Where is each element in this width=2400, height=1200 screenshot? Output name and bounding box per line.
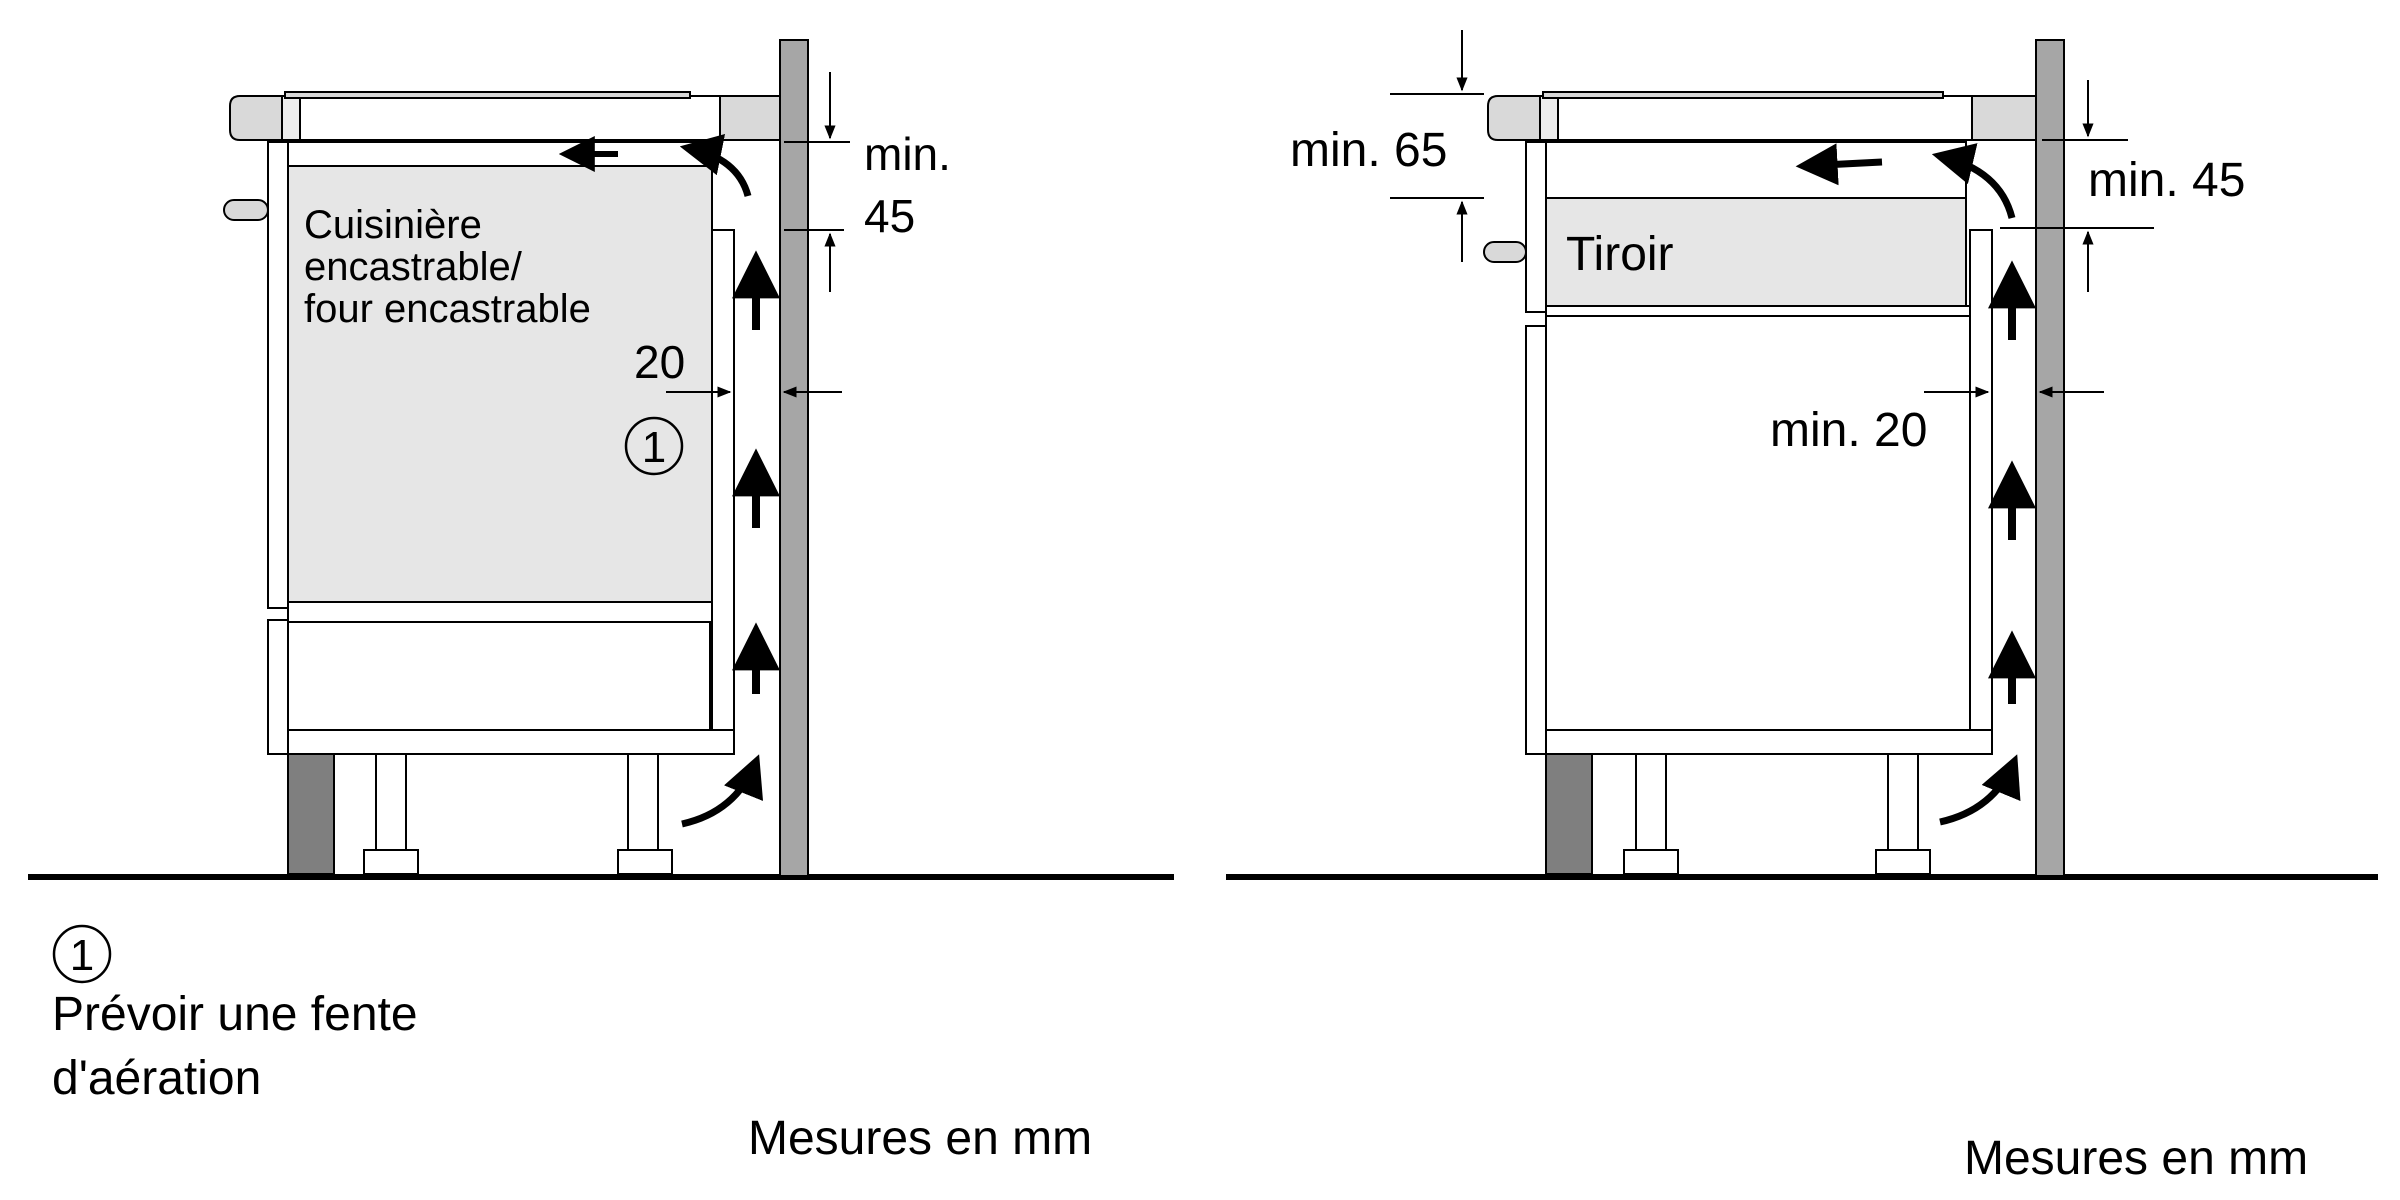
svg-text:1: 1 [70,931,94,980]
drawer-label: Tiroir [1566,228,1674,281]
wall-left [779,39,809,877]
side-panel-right [1969,229,1993,731]
cabinet-left [223,141,735,875]
appliance-label-line-2: encastrable/ [304,245,523,289]
top-gap-dimension-left [784,72,850,292]
top-gap-dimension-right [2000,80,2154,292]
appliance-label-line-3: four encastrable [304,287,591,331]
worktop-right [1487,91,2037,141]
floor-line-right [1226,874,2378,880]
wall-right [2035,39,2065,877]
cabinet-right [1483,141,1993,875]
legend-marker: 1 [52,924,112,984]
worktop-left [229,91,781,141]
units-note-right: Mesures en mm [1964,1132,2308,1185]
appliance-label-line-1: Cuisinière [304,203,482,247]
top-gap-label-right: min. 45 [2088,154,2245,207]
left-diagram: min. 45 20 Cuisinière encastrable/ four … [28,39,1174,880]
legend-note-line-2: d'aération [52,1052,261,1105]
airflow-arrows-right [1795,143,2036,826]
right-diagram: min. 45 min. 65 Tiroir min. 20 [1226,30,2378,880]
legend-note-line-1: Prévoir une fente [52,988,418,1041]
svg-text:1: 1 [642,423,666,472]
top-gap-label-value: 45 [864,190,915,242]
side-panel-left [711,229,735,731]
drawer-gap-dimension [1390,30,1484,262]
plinth-left [287,753,335,875]
side-gap-label-left: 20 [634,336,685,388]
units-note-left: Mesures en mm [748,1112,1092,1165]
vent-marker-left: 1 [624,416,684,476]
legend: 1 Prévoir une fente d'aération [52,924,418,1105]
plinth-right [1545,753,1593,875]
drawer-gap-label: min. 65 [1290,124,1447,177]
side-gap-label-right: min. 20 [1770,404,1927,457]
airflow-arrows-left [558,134,780,828]
top-gap-label-min: min. [864,128,951,180]
floor-line-left [28,874,1174,880]
